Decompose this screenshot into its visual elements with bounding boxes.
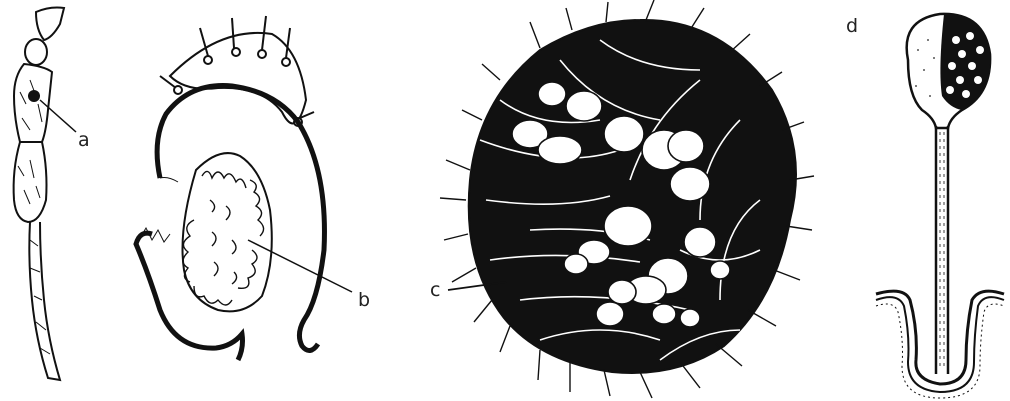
panel-a-lower-cell [14,142,47,222]
label-a: a [78,129,90,151]
panel-a-stalk [29,222,60,380]
panel-b-inner-mass [183,153,272,311]
panel-d [876,14,1004,398]
panel-a-upper-cell [14,64,52,142]
panel-b [136,16,352,360]
label-d: d [846,15,858,37]
label-c: c [430,279,440,301]
panel-a-bead [25,39,47,65]
panel-b-outer-wall-return [160,178,178,183]
panel-a-tip [36,8,64,41]
panel-a-nucleus [28,90,40,102]
panel-c [440,0,814,398]
panel-a [14,8,76,381]
label-b: b [358,289,370,311]
panel-d-stalk-inner [940,132,944,370]
panel-c-dark-body [469,20,796,373]
